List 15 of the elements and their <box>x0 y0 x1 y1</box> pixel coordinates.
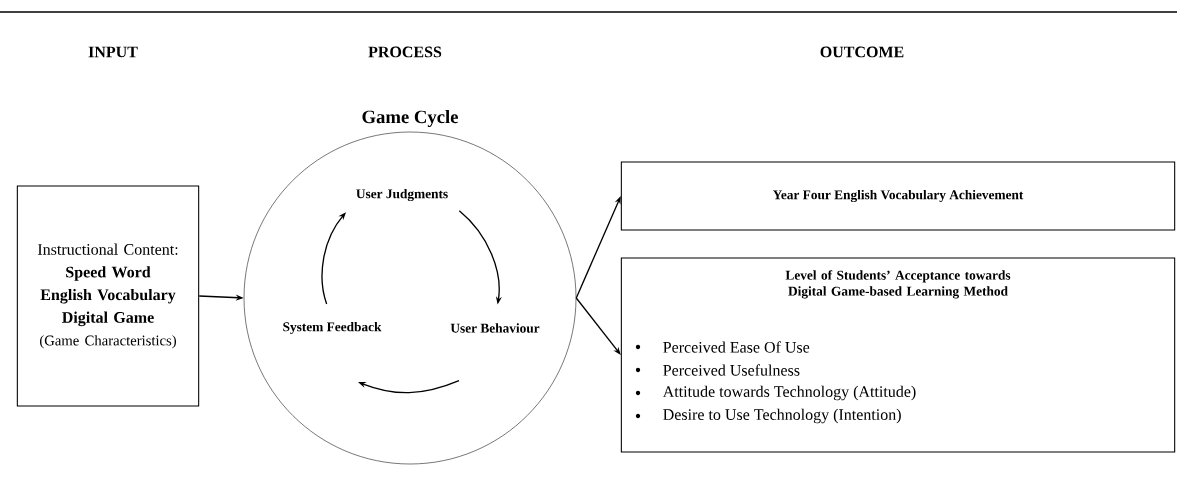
bullet-item: Attitude towards Technology (Attitude) <box>662 385 916 401</box>
column-heading: OUTCOME <box>820 46 904 58</box>
arrow <box>575 297 621 355</box>
outcome-box: Year Four English Vocabulary Achievement <box>620 161 1176 231</box>
input-box: Instructional Content: Speed Word English Vocabulary Digital Game (Game Characteristics) <box>16 185 200 407</box>
stage-label: User Judgments <box>356 188 448 202</box>
stage-label: System Feedback <box>283 321 382 335</box>
column-heading: INPUT <box>88 46 138 58</box>
bullet-item: Desire to Use Technology (Intention) <box>663 408 901 424</box>
column-heading: PROCESS <box>368 46 442 58</box>
circle-title: Game Cycle <box>362 110 458 128</box>
bullet-item: Perceived Ease Of Use <box>663 341 810 353</box>
bullet-item: Perceived Usefulness <box>663 364 800 376</box>
stage-label: User Behaviour <box>450 323 540 333</box>
box-heading: Level of Students’ Acceptance towards Digital Game-based Learning Method <box>785 270 1011 299</box>
